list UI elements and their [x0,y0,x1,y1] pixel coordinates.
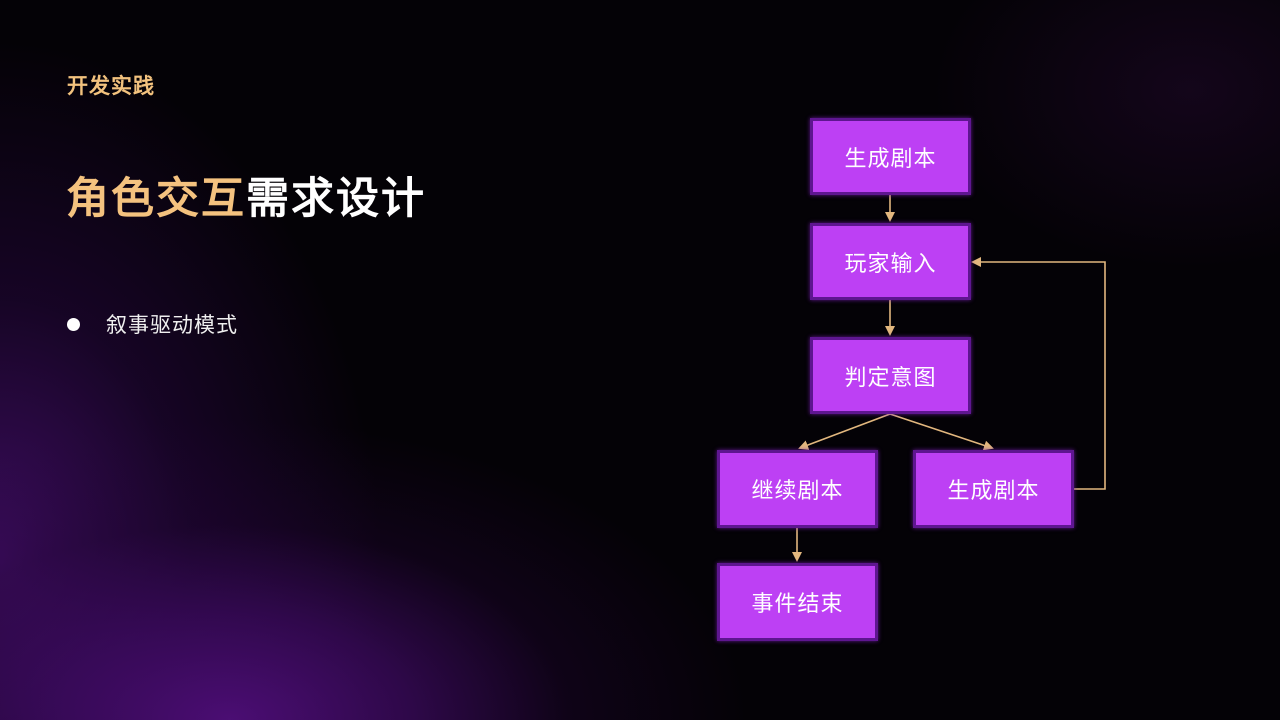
arrow-c-to-e [889,413,994,451]
node-label: 玩家输入 [844,251,937,277]
bullet-dot-icon [67,317,80,331]
node-label: 判定意图 [844,365,937,391]
bullet-text: 叙事驱动模式 [106,313,238,337]
flow-node-generate-script: 生成剧本 [810,118,971,195]
arrow-c-to-d [798,413,891,450]
title-accent: 角色交互 [66,174,246,224]
node-label: 事件结束 [751,592,844,617]
title-rest: 需求设计 [246,174,426,224]
node-label: 生成剧本 [844,146,937,172]
flow-node-event-end: 事件结束 [717,563,878,641]
node-label: 继续剧本 [751,479,844,504]
flow-node-continue-script: 继续剧本 [717,450,878,528]
flow-node-generate-script-2: 生成剧本 [913,450,1074,528]
node-label: 生成剧本 [947,479,1040,504]
flow-node-determine-intent: 判定意图 [810,337,971,414]
section-label: 开发实践 [67,74,155,98]
slide-title: 角色交互需求设计 [66,164,426,226]
bullet-item: 叙事驱动模式 [67,309,238,339]
flow-node-player-input: 玩家输入 [810,223,971,300]
